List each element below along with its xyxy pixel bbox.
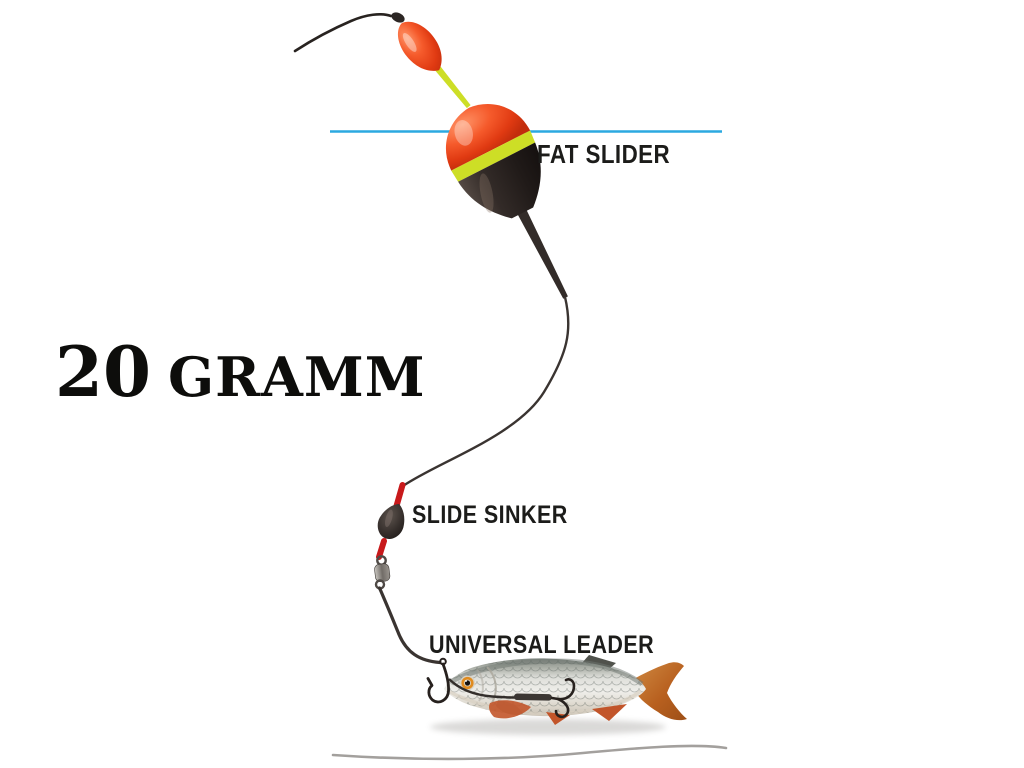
slide-sinker-assembly: [376, 482, 406, 560]
fish-eye-glint: [465, 680, 467, 682]
barrel-swivel: [374, 555, 391, 590]
antenna-stem: [434, 64, 471, 109]
flank-leader-wire: [448, 678, 518, 699]
weight-number: 20: [55, 332, 152, 413]
universal-leader-line: [377, 586, 442, 665]
weight-unit: GRAMM: [168, 345, 426, 409]
fish-gill-line-2: [476, 668, 484, 702]
sleeve-red-bottom: [376, 538, 387, 560]
treble-hook: [550, 678, 576, 719]
slide-sinker: [377, 504, 405, 539]
treble-prong-up: [550, 678, 576, 701]
float-dark-body: [458, 142, 541, 219]
single-hook: [426, 657, 450, 704]
float-red-cap: [446, 104, 531, 171]
weight-label: 20 GRAMM: [55, 338, 425, 407]
float-antenna: [397, 21, 471, 109]
fish-red-patch: [489, 700, 531, 719]
line-stop-bead: [391, 12, 405, 23]
main-line-mid: [402, 296, 570, 487]
slide-sinker-label: SLIDE SINKER: [412, 501, 568, 529]
sinker-highlight: [384, 509, 393, 527]
float-cap-highlight: [454, 120, 473, 146]
antenna-highlight: [402, 32, 417, 52]
fish-tail: [634, 662, 687, 721]
sinker-body: [377, 504, 405, 539]
fish-anal-fin: [592, 704, 627, 721]
antenna-red-top: [397, 21, 442, 71]
fish-gill-line: [486, 666, 497, 704]
fish-shadow: [430, 719, 666, 735]
fat-slider-float: [446, 104, 568, 299]
main-line-top: [293, 13, 393, 53]
fish-eye-iris: [461, 676, 474, 690]
float-stem: [517, 208, 568, 299]
swivel-barrel: [374, 563, 391, 583]
universal-leader-label: UNIVERSAL LEADER: [429, 631, 655, 659]
float-body-sheen: [479, 173, 494, 213]
fat-slider-label: FAT SLIDER: [537, 139, 671, 169]
float-yellow-band: [451, 130, 536, 182]
treble-prong-down: [554, 697, 570, 719]
leader-sleeve: [513, 693, 552, 701]
sleeve-red-top: [393, 482, 406, 509]
hook-bend: [426, 662, 450, 704]
bottom-line: [331, 744, 728, 761]
bait-fish: [430, 655, 687, 735]
